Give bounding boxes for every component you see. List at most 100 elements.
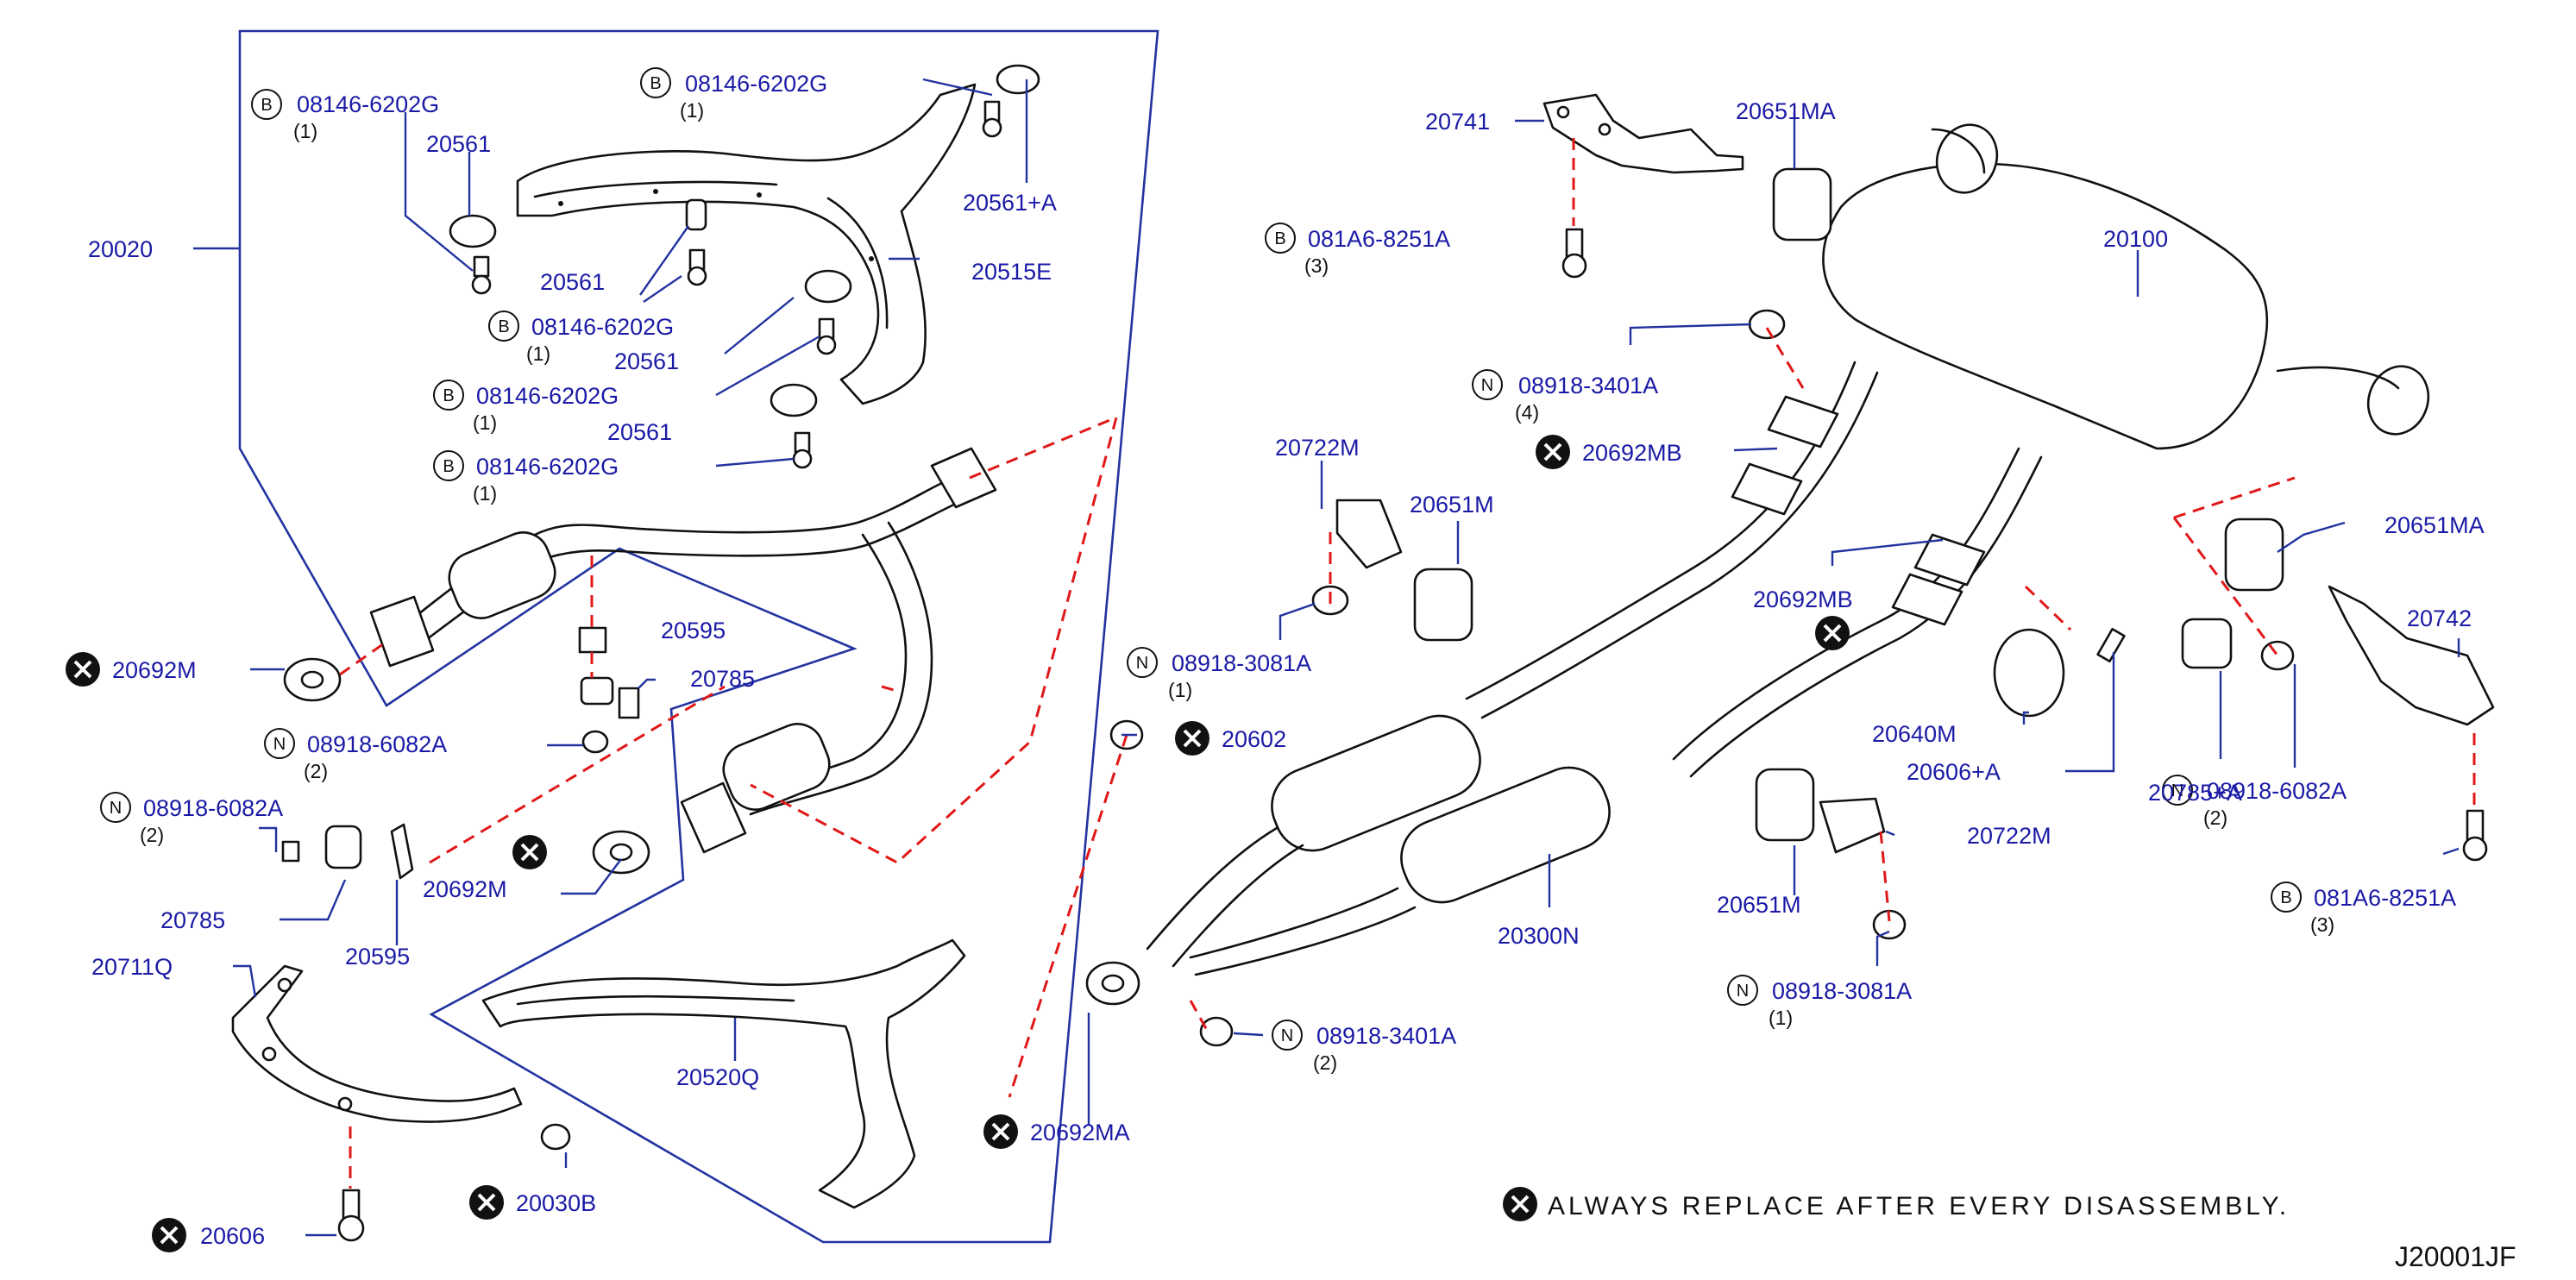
bracket-20785plusA [2181,618,2233,669]
bolt-20606 [337,1189,365,1242]
hanger-bracket-20741 [1542,93,1744,174]
svg-text:(2): (2) [140,824,164,846]
label-20595-a: 20595 [661,618,726,643]
label-08146-6202G-c: 08146-6202G [531,314,674,340]
svg-text:N: N [1281,1026,1293,1045]
hanger-20742 [2328,585,2495,726]
label-20515E: 20515E [971,259,1052,285]
label-20785-b: 20785 [160,907,225,933]
label-20606plusA: 20606+A [1907,759,2001,785]
leader-lines [233,78,2460,1237]
clamps-20561 [449,64,1040,417]
label-08146-6202G-b: 08146-6202G [685,71,827,97]
svg-text:(4): (4) [1515,401,1539,424]
brackets-20722M [1335,499,1886,854]
label-08918-6082A-b: 08918-6082A [143,795,283,821]
svg-text:N: N [110,799,122,818]
label-08918-3081A-b: 08918-3081A [1772,978,1912,1004]
svg-text:B: B [498,317,509,336]
mount-insulators-20651M [1413,167,2284,842]
heat-shield-20515E [516,83,977,405]
svg-text:(2): (2) [304,760,328,782]
svg-text:B: B [443,386,454,405]
label-20561-c: 20561 [614,348,679,374]
label-20561-a: 20561 [426,131,491,157]
isolator-20640M [1993,628,2065,718]
gaskets-20692MB [1731,395,1986,626]
front-y-pipe-20020 [369,447,997,854]
bolt-symbols: B B B B B B B [251,67,2302,913]
label-20651MA-b: 20651MA [2384,512,2485,538]
label-20602: 20602 [1222,726,1286,752]
diagram-reference: J20001JF [2395,1241,2516,1272]
svg-text:B: B [261,96,272,115]
gaskets-20692M [283,657,650,875]
label-20561plusA: 20561+A [963,190,1057,216]
nut-20030B [540,1123,571,1151]
svg-text:B: B [650,74,661,93]
label-08146-6202G-e: 08146-6202G [476,454,619,480]
label-20300N: 20300N [1498,923,1580,949]
label-20100: 20100 [2103,226,2168,252]
bolts-08146-6202G [471,100,1002,469]
heat-shield-20520Q [481,938,966,1209]
label-20640M: 20640M [1872,721,1957,747]
brackets-20595-20785 [281,626,640,880]
svg-text:N: N [1136,654,1148,673]
label-20561-d: 20561 [607,419,672,445]
svg-text:(2): (2) [1313,1051,1337,1074]
svg-text:(1): (1) [1769,1007,1793,1029]
label-20785-a: 20785 [690,666,755,692]
svg-text:(1): (1) [680,99,704,122]
label-20692MA: 20692MA [1030,1120,1130,1145]
svg-text:(1): (1) [293,120,317,142]
svg-text:B: B [1274,229,1285,248]
svg-text:N: N [1481,376,1493,395]
bracket-20711Q [231,964,523,1123]
label-081A6-8251A-a: 081A6-8251A [1308,226,1450,252]
label-08918-3081A-a: 08918-3081A [1172,650,1311,676]
label-20020: 20020 [88,236,153,262]
label-20722M-a: 20722M [1275,435,1360,461]
nut-symbols: N N N N N N N [100,369,2193,1051]
label-08918-3401A-b: 08918-3401A [1316,1023,1456,1049]
svg-text:(3): (3) [2310,913,2334,936]
label-20692M-b: 20692M [423,876,507,902]
label-08146-6202G-a: 08146-6202G [297,91,439,117]
label-20561-b: 20561 [540,269,605,295]
svg-text:(1): (1) [1168,679,1192,701]
muffler-20100 [1822,123,2430,450]
svg-text:(2): (2) [2203,806,2227,829]
svg-text:B: B [443,457,454,476]
label-08918-6082A-c: 08918-6082A [2207,778,2347,804]
label-20595-b: 20595 [345,944,410,969]
label-20742: 20742 [2407,605,2472,631]
label-20692M-a: 20692M [112,657,197,683]
svg-text:(1): (1) [473,482,497,505]
center-pipe-20300N [1085,714,1611,1006]
label-08918-6082A-a: 08918-6082A [307,731,447,757]
label-20711Q: 20711Q [91,954,173,980]
svg-text:N: N [1737,982,1749,1001]
svg-text:(1): (1) [526,342,550,365]
part-labels: 20020 08146-6202G (1) 08146-6202G (1) 20… [88,71,2485,1249]
hardware-right [1199,228,2488,1047]
label-20722M-b: 20722M [1967,823,2051,849]
alignment-dashes [339,138,2476,1189]
note-text: ALWAYS REPLACE AFTER EVERY DISASSEMBLY. [1548,1192,2290,1220]
svg-text:N: N [2171,781,2183,800]
svg-text:(3): (3) [1304,254,1329,277]
label-08146-6202G-d: 08146-6202G [476,383,619,409]
label-081A6-8251A-b: 081A6-8251A [2314,885,2456,911]
replace-symbols [66,435,1850,1252]
svg-text:B: B [2280,888,2291,907]
label-20692MB-b: 20692MB [1753,587,1853,612]
assembly-boundary-20020 [193,29,1159,1244]
label-20651M-b: 20651M [1717,892,1801,918]
svg-text:N: N [273,735,286,754]
label-08918-3401A-a: 08918-3401A [1518,373,1658,398]
label-20741: 20741 [1425,109,1490,135]
replace-note: ALWAYS REPLACE AFTER EVERY DISASSEMBLY. [1548,1192,2290,1220]
label-20606: 20606 [200,1223,265,1249]
